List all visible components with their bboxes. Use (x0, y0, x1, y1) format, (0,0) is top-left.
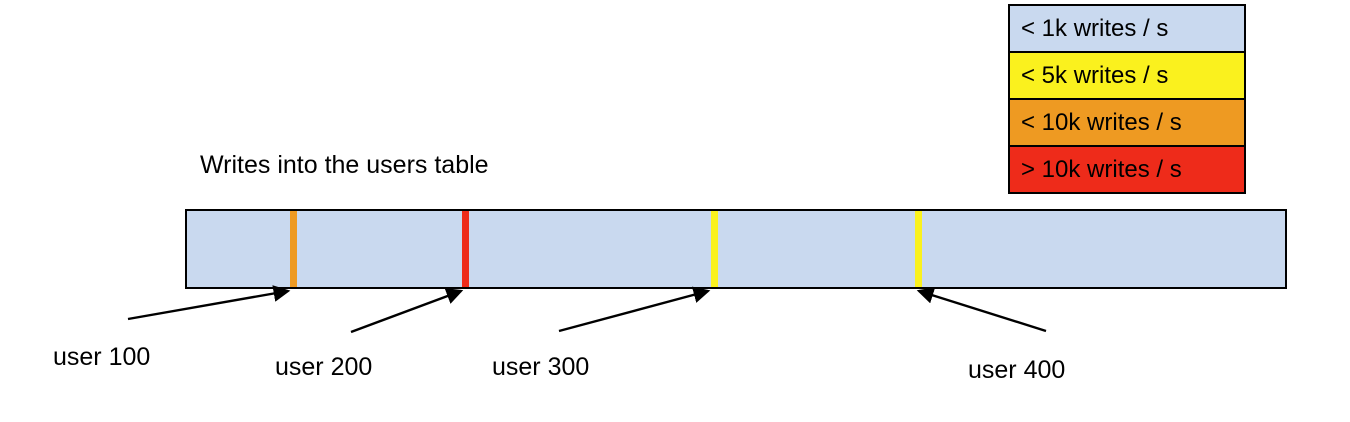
legend-label-under-1k: < 1k writes / s (1021, 14, 1169, 42)
legend-row-under-10k: < 10k writes / s (1010, 100, 1244, 147)
stripe-user-400 (915, 211, 922, 287)
legend-row-under-5k: < 5k writes / s (1010, 53, 1244, 100)
legend-row-under-1k: < 1k writes / s (1010, 6, 1244, 53)
label-user-200: user 200 (275, 353, 373, 381)
arrow-user-400 (916, 287, 1047, 333)
label-user-400: user 400 (968, 356, 1066, 384)
arrow-user-100 (127, 285, 291, 321)
arrow-user-300 (558, 286, 711, 333)
legend-label-over-10k: > 10k writes / s (1021, 155, 1182, 183)
stripe-user-200 (462, 211, 469, 287)
legend-row-over-10k: > 10k writes / s (1010, 147, 1244, 192)
legend: < 1k writes / s < 5k writes / s < 10k wr… (1008, 4, 1246, 194)
stripe-user-100 (290, 211, 297, 287)
chart-title: Writes into the users table (200, 151, 489, 179)
label-user-300: user 300 (492, 353, 590, 381)
stripe-user-300 (711, 211, 718, 287)
label-user-100: user 100 (53, 343, 151, 371)
users-table-bar (185, 209, 1287, 289)
legend-label-under-5k: < 5k writes / s (1021, 61, 1169, 89)
arrow-user-200 (350, 288, 464, 334)
legend-label-under-10k: < 10k writes / s (1021, 108, 1182, 136)
